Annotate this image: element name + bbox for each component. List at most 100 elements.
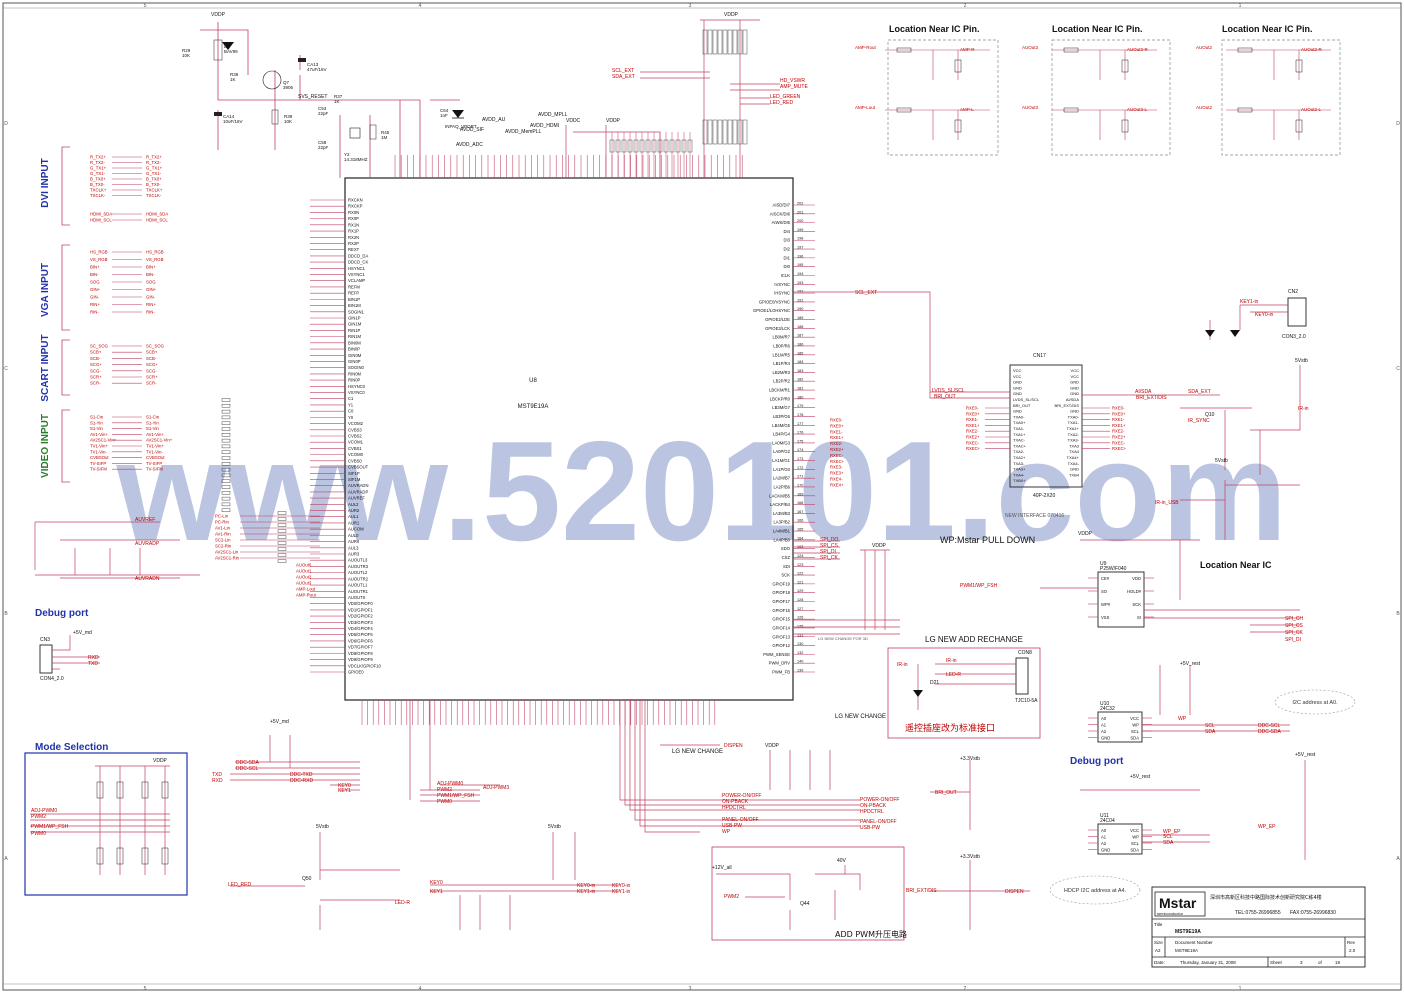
bri-ext-dis-label: BRI_EXT/DIS [1136, 395, 1167, 401]
ic-right-pin: PWM_SENSE [763, 652, 790, 657]
svs-reset-label: SVS_RESET [298, 94, 327, 100]
ic-right-pin: LA1M/G1 [772, 458, 790, 463]
ic-right-pin-number: 173 [797, 457, 803, 461]
ic-right-pin: GPIOE2/LDE [765, 317, 790, 322]
ic-left-pin: VD8/GPIOF8 [348, 651, 373, 656]
ic-right-pin-number: 139 [797, 669, 803, 673]
svg-text:PWM2: PWM2 [31, 814, 46, 820]
ic-left-pin: BIN0M [348, 340, 361, 345]
component-value: 10uF/16V [223, 119, 243, 124]
i2c-address-note: I2C address at A0. [1274, 689, 1356, 715]
avdd-mpll-label: AVDD_MPLL [538, 112, 568, 118]
spi-cs-ic: SPI_CS [820, 543, 838, 549]
input-net-label: G_TX1+ [146, 166, 163, 171]
bri-out-label: BRI_OUT [934, 394, 956, 400]
tb-rev: 2.0 [1349, 948, 1356, 953]
ic-left-pin: GIN0M [348, 353, 362, 358]
cn17-right-pin: TXA3 [1069, 443, 1080, 448]
lvds-net-cn17: RXEC- [966, 440, 980, 445]
component-value: 1nF [440, 113, 448, 118]
d110-label: INPAQ_VPORT [445, 124, 477, 129]
ic-left-pin: AUOUTL3 [348, 558, 368, 563]
ic-right-pin-number: 200 [797, 219, 803, 223]
ic-left-pin: VDCLK/GPIOF10 [348, 663, 381, 668]
input-net-label: SCR- [146, 381, 157, 386]
cn17-right-pin: GND [1070, 380, 1079, 385]
ic-right-pin-number: 193 [797, 281, 803, 285]
svg-text:DISPEN: DISPEN [724, 743, 743, 749]
debug-port-left: Debug port [35, 608, 89, 619]
ic-right-pin: SCK [781, 573, 790, 578]
ic-left-pin: CVBSOUT [348, 465, 369, 470]
lvds-net-cn17: RXE2+ [966, 435, 980, 440]
svg-text:+5V_rest: +5V_rest [1180, 661, 1201, 667]
cn17-right-pin: AI/SDA [1066, 397, 1079, 402]
input-net-label: BIN+ [146, 265, 156, 270]
amp-net-in: AMP-Lout [855, 105, 876, 110]
chip-pin-right: SCL [1131, 841, 1140, 846]
component-value: 10K [284, 119, 292, 124]
gpio-pullups: VDDP [793, 543, 900, 635]
lvds-net-cn17-right: RXE1- [1112, 417, 1125, 422]
input-net-label: TV-SIFM [146, 467, 163, 472]
svg-text:WP_EP: WP_EP [1163, 829, 1181, 835]
svg-text:PWM0: PWM0 [31, 831, 46, 837]
component-ref: CA13 [307, 62, 319, 67]
input-net-label: TV-SIFP [146, 461, 162, 466]
svg-text:LED_RED: LED_RED [228, 882, 251, 888]
ic-right-pin: DI3 [783, 238, 790, 243]
svg-text:ADJ-PWM0: ADJ-PWM0 [437, 781, 463, 787]
zone-label-bottom: 1 [1239, 986, 1242, 992]
input-net-label: HDMI_SDA [146, 212, 168, 217]
input-net-label: TV1-Vin+ [146, 444, 164, 449]
svg-text:USB-PW: USB-PW [860, 825, 880, 831]
svg-text:Document Number: Document Number [1175, 940, 1213, 945]
input-net-label: TV-SIFM [90, 467, 107, 472]
component-ref: Y2 [344, 152, 350, 157]
cn17-ref: CN17 [1033, 353, 1046, 359]
ic-right-pin-number: 194 [797, 272, 803, 276]
ic-right-pin: AISD/DI7 [773, 203, 791, 208]
spi-di-ic: SPI_DI [820, 549, 836, 555]
svg-text:24C32: 24C32 [1100, 706, 1115, 712]
tb-sheet: 3 [1300, 960, 1303, 965]
svg-text:WP_EP: WP_EP [1258, 824, 1276, 830]
ic-right-pin: LB0P/R6 [773, 343, 790, 348]
u9-wires [1040, 539, 1300, 633]
zone-label-top: 2 [964, 3, 967, 9]
ic-right-pin: LA0M/G3 [772, 440, 790, 445]
input-net-label: HS_RGB [90, 250, 108, 255]
component-ref: R36 [230, 72, 239, 77]
ic-right-pin: LACKP/B4 [770, 502, 791, 507]
ic-left-pin: AUVREF [348, 496, 365, 501]
u9-part: P25W/F040 [1100, 566, 1127, 572]
ic-left-pin: RIN1P [348, 328, 361, 333]
component-value: 1K [334, 99, 340, 104]
cn17-left-pin: TXA4- [1013, 472, 1025, 477]
amp-mute-net: AMP_MUTE [780, 84, 808, 90]
ic-left-pin: GIN1P [348, 316, 361, 321]
eeprom-wires [1080, 665, 1306, 860]
tb-date: Thursday, January 31, 2008 [1180, 960, 1236, 965]
input-net-label: GIN- [146, 295, 156, 300]
ic-left-pin: AUOUTR1 [348, 589, 369, 594]
vddp-top-label: VDDP [211, 12, 226, 18]
ic-right-pin-number: 188 [797, 325, 803, 329]
svg-text:LED-R: LED-R [395, 900, 410, 906]
lg-new-add-title: LG NEW ADD RECHANGE [925, 635, 1023, 644]
svg-text:KEY1: KEY1 [338, 788, 351, 794]
svg-text:I2C address at A0.: I2C address at A0. [1292, 700, 1338, 706]
input-net-label: AV2SC1-Vin+ [90, 438, 117, 443]
ic-right-pin-number: 131 [797, 633, 803, 637]
svg-text:ON-PBACK: ON-PBACK [860, 803, 887, 809]
input-net-label: SOG [146, 280, 156, 285]
ic-left-pin: SOGIN1 [348, 309, 364, 314]
audio-in-net: AV2SC1-Rin [215, 556, 240, 561]
mstar-logo-box [1154, 891, 1206, 917]
cn2-ref: CN2 [1288, 289, 1298, 295]
input-net-label: SOG [90, 280, 100, 285]
audio-in-net: SC2-Rin [215, 544, 232, 549]
lg-new-add-box [887, 647, 1041, 739]
ic-right-pin: GPIOF18 [772, 590, 790, 595]
ic-left-pin: DDCD_DA [348, 253, 368, 258]
